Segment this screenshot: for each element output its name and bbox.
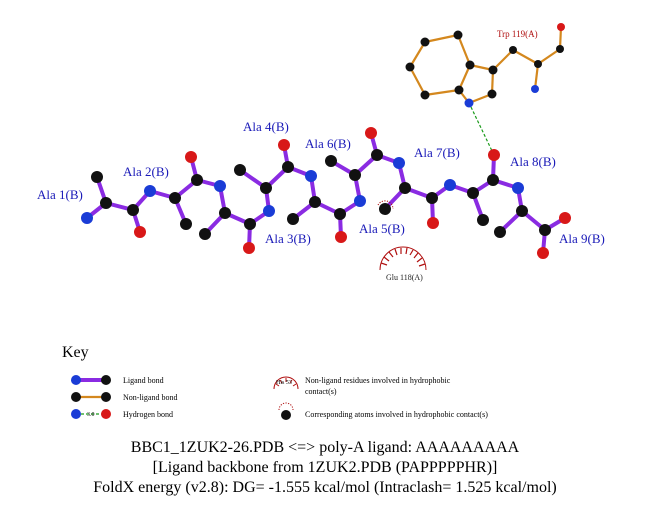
- residue-label-ala3: Ala 3(B): [265, 231, 311, 246]
- key-corresponding-atoms-label: Corresponding atoms involved in hydropho…: [305, 410, 488, 419]
- residue-label-ala2: Ala 2(B): [123, 164, 169, 179]
- nonligand-residue-trp119: Trp 119(A): [405, 23, 565, 108]
- nonligand-residue-label: Trp 119(A): [497, 29, 538, 39]
- nitrogen-atom: [512, 182, 524, 194]
- carbon-atom: [309, 196, 321, 208]
- carbon-atom: [219, 207, 231, 219]
- carbon-atom: [467, 187, 479, 199]
- carbon-atom: [426, 192, 438, 204]
- carbon-atom: [420, 37, 430, 47]
- residue-label-ala1: Ala 1(B): [37, 187, 83, 202]
- key-corresponding-atoms: Corresponding atoms involved in hydropho…: [278, 402, 488, 420]
- nitrogen-atom: [305, 170, 317, 182]
- carbon-atom: [91, 171, 103, 183]
- oxygen-atom: [559, 212, 571, 224]
- carbon-atom: [420, 90, 430, 100]
- key-ligand-bond-label: Ligand bond: [123, 376, 164, 385]
- carbon-atom: [244, 218, 256, 230]
- carbon-atom: [100, 197, 112, 209]
- carbon-atom: [260, 182, 272, 194]
- nitrogen-atom: [531, 85, 539, 93]
- carbon-atom: [287, 213, 299, 225]
- key-title: Key: [62, 344, 89, 361]
- carbon-atom: [371, 149, 383, 161]
- carbon-atom: [325, 155, 337, 167]
- nitrogen-atom: [444, 179, 456, 191]
- carbon-atom: [465, 60, 475, 70]
- carbon-atom: [539, 224, 551, 236]
- key-nonligand-hydrophobic-label-2: contact(s): [305, 387, 337, 396]
- carbon-atom: [477, 214, 489, 226]
- carbon-atom: [534, 60, 542, 68]
- carbon-atom: [199, 228, 211, 240]
- oxygen-atom: [488, 149, 500, 161]
- nitrogen-atom: [263, 205, 275, 217]
- carbon-atom: [334, 208, 346, 220]
- key-nonligand-hydrophobic-label-1: Non-ligand residues involved in hydropho…: [305, 376, 451, 385]
- key-nonligand-hydrophobic: His 53 Non-ligand residues involved in h…: [273, 376, 451, 396]
- oxygen-atom: [134, 226, 146, 238]
- carbon-atom: [488, 65, 498, 75]
- key-hydrogen-bond-label: Hydrogen bond: [123, 410, 173, 419]
- carbon-atom: [349, 169, 361, 181]
- hydrophobic-contact-arc: [377, 200, 394, 210]
- ligand-atoms: [81, 127, 571, 259]
- key-legend: Key Ligand bond Non-ligand bond 3.0 Hydr…: [62, 344, 488, 420]
- residue-label-ala5: Ala 5(B): [359, 221, 405, 236]
- carbon-atom: [509, 46, 517, 54]
- nitrogen-atom: [354, 195, 366, 207]
- residue-labels: Ala 1(B) Ala 2(B) Ala 3(B) Ala 4(B) Ala …: [37, 119, 605, 246]
- carbon-atom: [487, 89, 497, 99]
- key-nonligand-bond: Non-ligand bond: [71, 392, 177, 402]
- key-his-example: His 53: [276, 380, 292, 386]
- residue-label-ala6: Ala 6(B): [305, 136, 351, 151]
- carbon-atom: [487, 174, 499, 186]
- residue-label-ala8: Ala 8(B): [510, 154, 556, 169]
- caption-line-3: FoldX energy (v2.8): DG= -1.555 kcal/mol…: [93, 479, 556, 496]
- key-hbond-distance: 3.0: [87, 412, 95, 418]
- oxygen-atom: [278, 139, 290, 151]
- carbon-atom: [127, 204, 139, 216]
- carbon-atom: [556, 45, 564, 53]
- residue-label-ala4: Ala 4(B): [243, 119, 289, 134]
- carbon-atom: [516, 205, 528, 217]
- hydrophobic-residue-label: Glu 118(A): [386, 273, 423, 282]
- carbon-atom: [180, 218, 192, 230]
- carbon-atom: [453, 30, 463, 40]
- residue-label-ala9: Ala 9(B): [559, 231, 605, 246]
- nitrogen-atom: [81, 212, 93, 224]
- oxygen-atom: [185, 151, 197, 163]
- carbon-atom: [379, 203, 391, 215]
- carbon-atom: [169, 192, 181, 204]
- carbon-atom: [494, 226, 506, 238]
- carbon-atom: [234, 164, 246, 176]
- key-hydrogen-bond: 3.0 Hydrogen bond: [71, 409, 173, 419]
- oxygen-atom: [243, 242, 255, 254]
- residue-label-ala7: Ala 7(B): [414, 145, 460, 160]
- carbon-atom: [191, 174, 203, 186]
- nitrogen-atom: [144, 185, 156, 197]
- caption: BBC1_1ZUK2-26.PDB <=> poly-A ligand: AAA…: [93, 439, 556, 496]
- oxygen-atom: [365, 127, 377, 139]
- caption-line-1: BBC1_1ZUK2-26.PDB <=> poly-A ligand: AAA…: [131, 439, 520, 456]
- carbon-atom: [405, 62, 415, 72]
- nitrogen-atom: [393, 157, 405, 169]
- oxygen-atom: [427, 217, 439, 229]
- carbon-atom: [282, 161, 294, 173]
- hydrogen-bond: [470, 106, 494, 154]
- oxygen-atom: [537, 247, 549, 259]
- oxygen-atom: [557, 23, 565, 31]
- caption-line-2: [Ligand backbone from 1ZUK2.PDB (PAPPPPP…: [153, 459, 498, 476]
- key-nonligand-bond-label: Non-ligand bond: [123, 393, 177, 402]
- hydrophobic-residue-glu118: Glu 118(A): [379, 246, 427, 282]
- nonligand-atoms: [405, 23, 565, 108]
- carbon-atom: [399, 182, 411, 194]
- oxygen-atom: [335, 231, 347, 243]
- carbon-atom: [454, 85, 464, 95]
- nitrogen-atom: [214, 180, 226, 192]
- key-ligand-bond: Ligand bond: [71, 375, 164, 385]
- nitrogen-atom: [464, 98, 474, 108]
